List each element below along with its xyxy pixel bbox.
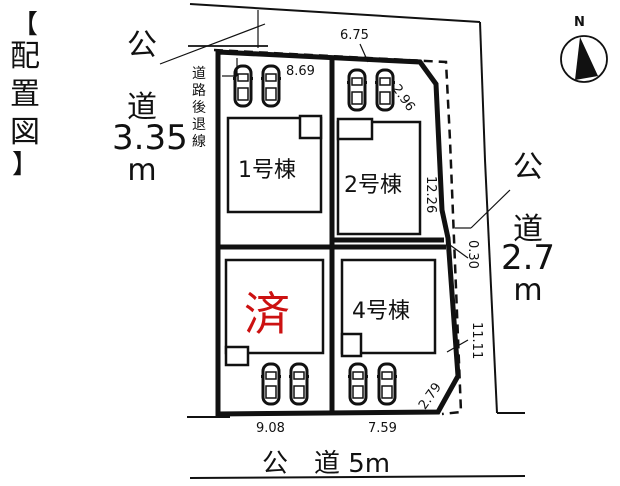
road-east-char: 道 (513, 212, 543, 247)
setback-line-label: 道 路 後 退 線 (191, 66, 207, 151)
building-label-1[interactable]: 1号棟 (238, 158, 296, 183)
building-2-footprint (336, 120, 422, 236)
car-icon (259, 362, 283, 406)
dim-south-left: 9.08 (256, 421, 285, 436)
building-label-2[interactable]: 2号棟 (344, 173, 402, 198)
building-4-entrance (340, 332, 363, 358)
building-4-footprint (340, 258, 437, 355)
dim-east-upper: 12.26 (423, 176, 438, 214)
building-1-entrance (298, 114, 323, 140)
setback-char: 退 (192, 117, 206, 133)
road-east-width: 2.7 (500, 238, 556, 278)
car-icon (375, 362, 399, 406)
road-west-char: 道 (127, 90, 157, 125)
page-title: 【 配 置 図 】 (8, 12, 42, 178)
road-west-unit: m (127, 153, 157, 188)
title-char: 配 (10, 39, 40, 74)
setback-char: 線 (192, 134, 206, 150)
parking-lot-1 (231, 64, 283, 108)
building-3-entrance (224, 345, 250, 367)
dim-north-edge: 6.75 (340, 28, 369, 43)
car-icon (345, 68, 369, 112)
road-south-label: 公 道 5m (262, 449, 391, 479)
parking-lot-4 (346, 362, 399, 406)
road-west-char: 公 (127, 28, 157, 63)
car-icon (346, 362, 370, 406)
car-icon (287, 362, 311, 406)
setback-char: 後 (192, 100, 206, 116)
setback-char: 道 (192, 66, 206, 82)
car-icon (259, 64, 283, 108)
building-label-4[interactable]: 4号棟 (352, 299, 410, 324)
sold-badge[interactable]: 済 (244, 287, 290, 341)
title-bracket-close: 】 (11, 150, 38, 180)
site-outline (215, 49, 461, 417)
building-1-footprint (226, 116, 323, 214)
dim-east-lower: 11.11 (469, 322, 484, 360)
car-icon (231, 64, 255, 108)
parking-lot-3 (259, 362, 311, 406)
road-boundaries (159, 3, 526, 479)
building-3-footprint (224, 258, 325, 355)
dim-east-offset: 0.30 (465, 240, 480, 269)
building-2-entrance (336, 117, 374, 141)
dim-west-top: 8.69 (286, 64, 315, 79)
setback-char: 路 (192, 83, 206, 99)
title-bracket-open: 【 (11, 10, 38, 40)
title-char: 置 (10, 77, 40, 112)
title-char: 図 (10, 115, 40, 150)
road-west-width: 3.35 (112, 118, 188, 158)
road-west-label: 公 道 3.35 m (112, 20, 188, 188)
dim-south-right: 7.59 (368, 421, 397, 436)
road-east-label: 公 道 2.7 m (498, 142, 558, 306)
road-east-char: 公 (513, 150, 543, 185)
compass-icon (560, 35, 608, 83)
road-east-unit: m (513, 273, 543, 308)
compass-north-label: N (574, 15, 585, 30)
